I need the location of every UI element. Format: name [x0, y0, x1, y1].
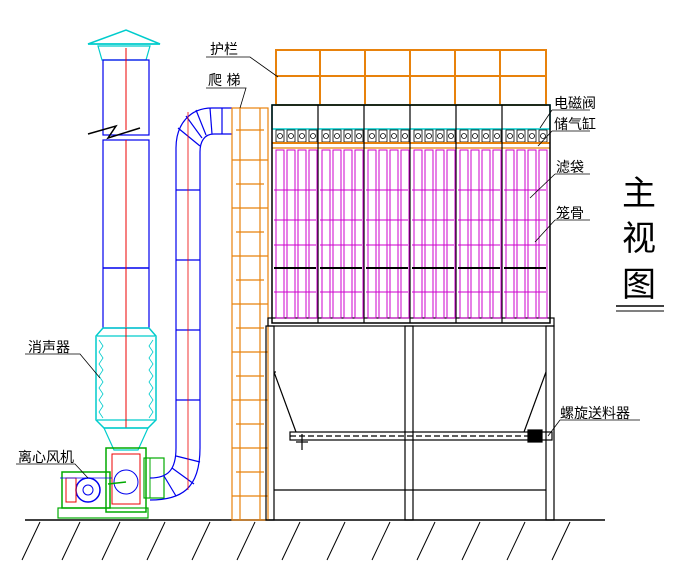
solenoid-valve-head: [323, 133, 329, 139]
solenoid-valve-head: [310, 133, 316, 139]
solenoid-valve-head: [518, 133, 524, 139]
filter-bag: [343, 149, 353, 319]
solenoid-valve-head: [415, 133, 421, 139]
filter-bag: [389, 149, 399, 319]
filter-bag: [470, 149, 480, 319]
view-title-char-2: 视: [622, 219, 656, 259]
label-air-tank: 储气缸: [554, 116, 596, 133]
solenoid-valve-head: [494, 133, 500, 139]
label-silencer: 消声器: [28, 340, 70, 356]
filter-bag: [332, 149, 342, 319]
filter-bag: [446, 149, 456, 319]
filter-bag: [527, 149, 537, 319]
filter-bag: [516, 149, 526, 319]
label-centrifugal-fan: 离心风机: [18, 449, 74, 466]
solenoid-valve-head: [356, 133, 362, 139]
filter-bag: [275, 149, 285, 319]
filter-bag: [505, 149, 515, 319]
view-title-char-3: 图: [622, 265, 656, 305]
label-solenoid-valve: 电磁阀: [554, 96, 596, 112]
solenoid-valve-head: [334, 133, 340, 139]
filter-bag: [459, 149, 469, 319]
guardrail: [275, 49, 547, 106]
filter-bag: [538, 149, 548, 319]
ladder: [231, 107, 269, 521]
solenoid-valve-head: [288, 133, 294, 139]
solenoid-valve-head: [380, 133, 386, 139]
solenoid-valve-head: [426, 133, 432, 139]
filter-bag: [413, 149, 423, 319]
solenoid-valve-head: [472, 133, 478, 139]
solenoid-valves: [272, 129, 550, 144]
solenoid-valve-head: [507, 133, 513, 139]
silencer: [95, 327, 157, 451]
solenoid-valve-head: [402, 133, 408, 139]
leader-lines: [16, 56, 640, 479]
label-ladder: 爬 梯: [208, 73, 240, 89]
solenoid-valve-head: [529, 133, 535, 139]
filter-bag: [424, 149, 434, 319]
hopper: [265, 325, 555, 521]
solenoid-valve-head: [437, 133, 443, 139]
inlet-duct: [149, 107, 232, 501]
housing: [267, 104, 555, 327]
view-title-char-1: 主: [622, 174, 656, 214]
solenoid-valve-head: [299, 133, 305, 139]
solenoid-valve-head: [345, 133, 351, 139]
filter-bag: [378, 149, 388, 319]
solenoid-valve-head: [448, 133, 454, 139]
filter-bag: [367, 149, 377, 319]
filter-bag: [400, 149, 410, 319]
filter-bag: [492, 149, 502, 319]
filter-bag: [354, 149, 364, 319]
filter-bags: [274, 149, 548, 319]
label-bag-cage: 笼骨: [556, 205, 584, 222]
solenoid-valve-head: [483, 133, 489, 139]
label-guardrail: 护栏: [210, 42, 238, 58]
screw-conveyor: [289, 429, 553, 450]
filter-bag: [308, 149, 318, 319]
solenoid-valve-head: [369, 133, 375, 139]
filter-bag: [435, 149, 445, 319]
filter-bag: [321, 149, 331, 319]
solenoid-valve-head: [277, 133, 283, 139]
label-screw-conveyor: 螺旋送料器: [560, 406, 630, 422]
filter-bag: [297, 149, 307, 319]
top-plenum: [271, 104, 551, 149]
solenoid-valve-head: [540, 133, 546, 139]
filter-bag: [286, 149, 296, 319]
exhaust-stack: [87, 29, 161, 329]
ground: [21, 519, 605, 561]
label-filter-bag: 滤袋: [556, 160, 584, 176]
solenoid-valve-head: [391, 133, 397, 139]
solenoid-valve-head: [461, 133, 467, 139]
filter-bag: [481, 149, 491, 319]
